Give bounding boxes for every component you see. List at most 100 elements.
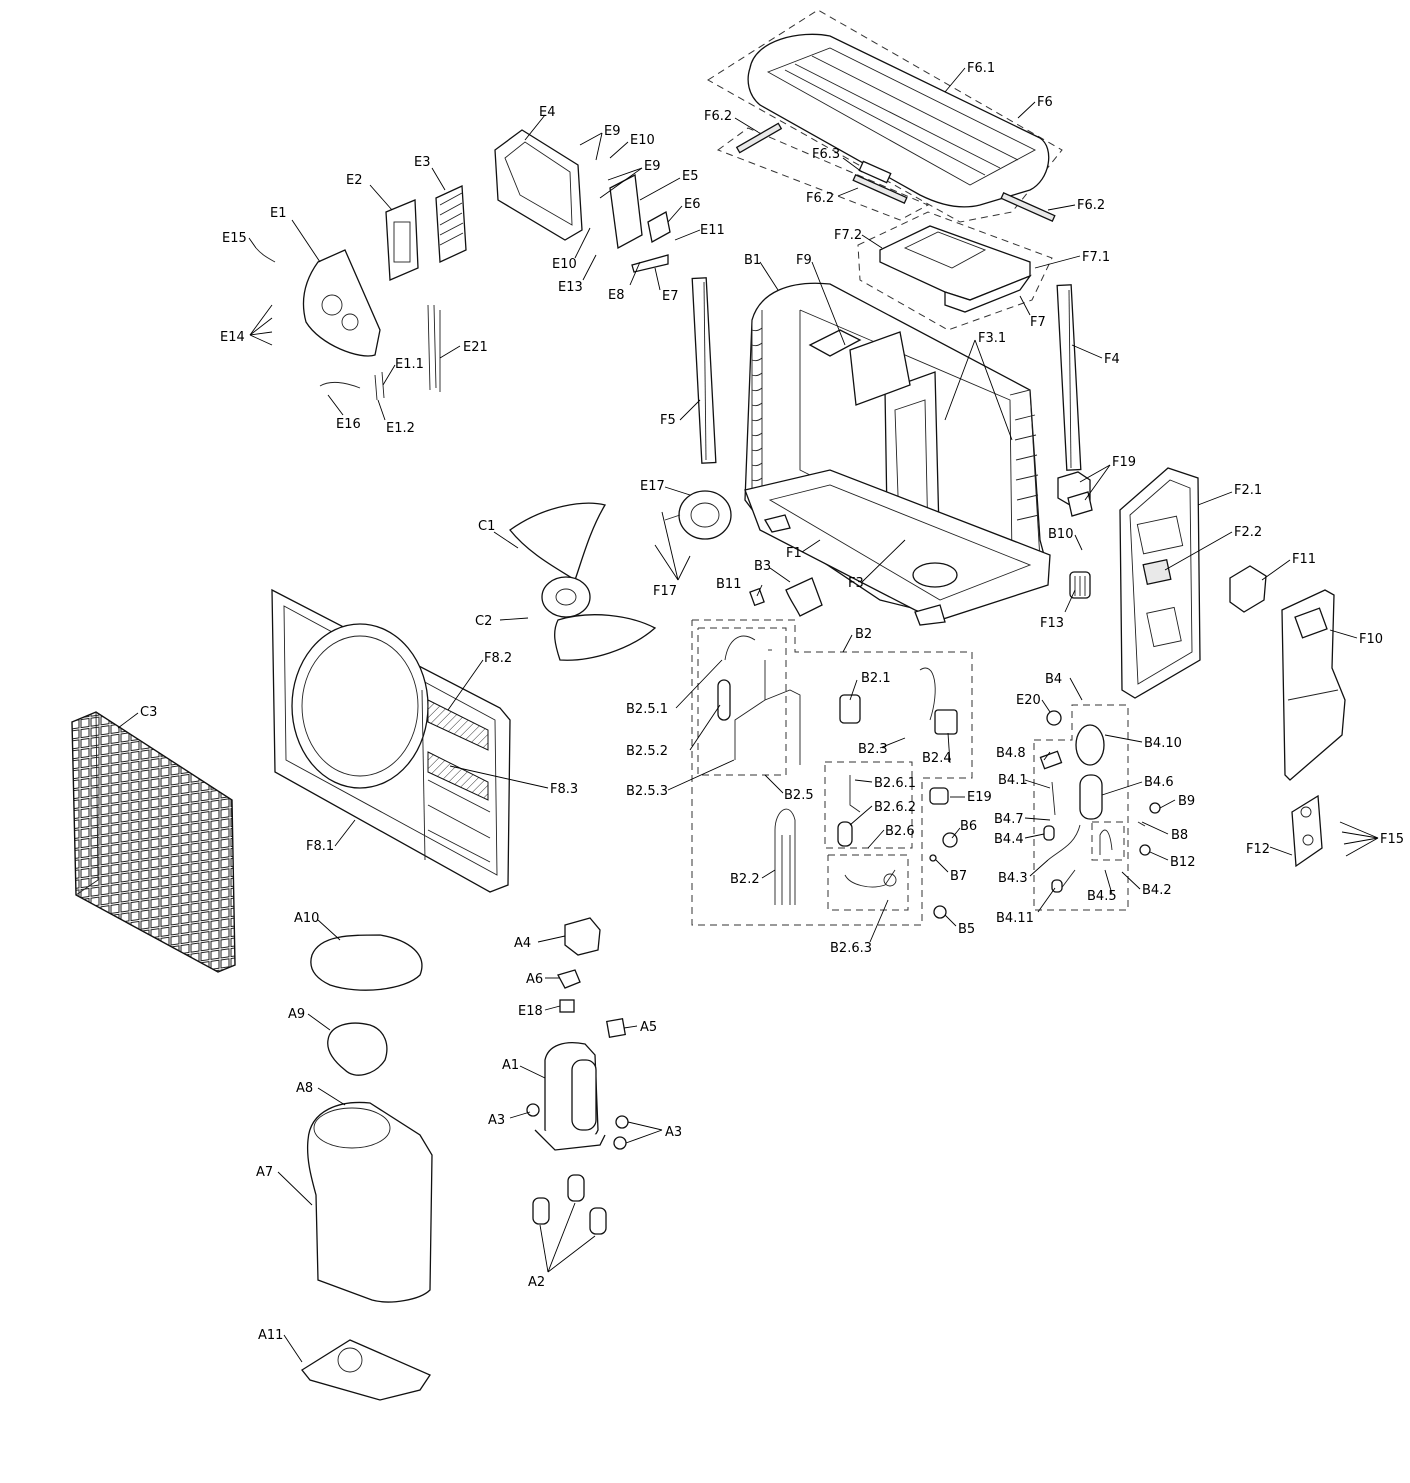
label-b2-6-3: B2.6.3: [830, 941, 872, 956]
label-e9b: E9: [644, 159, 661, 174]
label-f9: F9: [796, 253, 812, 268]
label-a7: A7: [256, 1165, 273, 1180]
label-b4-4: B4.4: [994, 832, 1024, 847]
label-b4-3: B4.3: [998, 871, 1028, 886]
label-b2-5-2: B2.5.2: [626, 744, 668, 759]
label-f13: F13: [1040, 616, 1064, 631]
label-b2-2: B2.2: [730, 872, 760, 887]
label-f12: F12: [1246, 842, 1270, 857]
label-e1-2: E1.2: [386, 421, 415, 436]
label-b10: B10: [1048, 527, 1073, 542]
label-a5: A5: [640, 1020, 657, 1035]
label-c1: C1: [478, 519, 495, 534]
label-e21: E21: [463, 340, 488, 355]
label-b2-5: B2.5: [784, 788, 814, 803]
label-f3-1: F3.1: [978, 331, 1006, 346]
label-a1: A1: [502, 1058, 519, 1073]
label-f4: F4: [1104, 352, 1120, 367]
label-b12: B12: [1170, 855, 1195, 870]
label-a6: A6: [526, 972, 543, 987]
piping-b4-group: [1033, 704, 1129, 911]
piping-b2-group: [691, 619, 973, 926]
label-a10: A10: [294, 911, 319, 926]
label-b2-6-1: B2.6.1: [874, 776, 916, 791]
label-b9: B9: [1178, 794, 1195, 809]
label-f15: F15: [1380, 832, 1404, 847]
label-e5: E5: [682, 169, 699, 184]
label-e3: E3: [414, 155, 431, 170]
side-rail-right: [1056, 284, 1082, 471]
front-side-cover: [1281, 589, 1346, 781]
label-b4-11: B4.11: [996, 911, 1034, 926]
compressor-group: [301, 917, 629, 1401]
label-f6-2b: F6.2: [806, 191, 834, 206]
label-f7: F7: [1030, 315, 1046, 330]
label-e4: E4: [539, 105, 556, 120]
label-f19: F19: [1112, 455, 1136, 470]
label-b2-5-1: B2.5.1: [626, 702, 668, 717]
label-a3b: A3: [665, 1125, 682, 1140]
top-insulation-group: [857, 211, 1053, 331]
label-f7-2: F7.2: [834, 228, 862, 243]
label-e2: E2: [346, 173, 363, 188]
label-f6: F6: [1037, 95, 1053, 110]
label-e13: E13: [558, 280, 583, 295]
label-f2-1: F2.1: [1234, 483, 1262, 498]
label-a8: A8: [296, 1081, 313, 1096]
label-b2: B2: [855, 627, 872, 642]
label-a4: A4: [514, 936, 531, 951]
chassis-frame: [744, 282, 1051, 626]
label-b4-10: B4.10: [1144, 736, 1182, 751]
part-labels: F6.1 F6 F6.2 F6.3 F6.2 F6.2 F7.2 F7.1 F7…: [140, 61, 1404, 1343]
leader-lines: [117, 67, 1379, 1363]
label-e1: E1: [270, 206, 287, 221]
label-b4-1: B4.1: [998, 773, 1028, 788]
label-e18: E18: [518, 1004, 543, 1019]
label-a9: A9: [288, 1007, 305, 1022]
label-b4-8: B4.8: [996, 746, 1026, 761]
label-b2-6: B2.6: [885, 824, 915, 839]
label-e15: E15: [222, 231, 247, 246]
label-b4-5: B4.5: [1087, 889, 1117, 904]
label-e8: E8: [608, 288, 625, 303]
label-e6: E6: [684, 197, 701, 212]
label-b2-3: B2.3: [858, 742, 888, 757]
label-b2-4: B2.4: [922, 751, 952, 766]
label-b2-6-2: B2.6.2: [874, 800, 916, 815]
label-e11: E11: [700, 223, 725, 238]
label-b6: B6: [960, 819, 977, 834]
side-rail-left: [691, 277, 717, 464]
label-b4-7: B4.7: [994, 812, 1024, 827]
label-b5: B5: [958, 922, 975, 937]
label-f1: F1: [786, 546, 802, 561]
label-f8-3: F8.3: [550, 782, 578, 797]
label-e7: E7: [662, 289, 679, 304]
label-c3: C3: [140, 705, 157, 720]
label-f6-2a: F6.2: [704, 109, 732, 124]
label-b2-1: B2.1: [861, 671, 891, 686]
label-f6-3: F6.3: [812, 147, 840, 162]
label-b8: B8: [1171, 828, 1188, 843]
label-b4: B4: [1045, 672, 1062, 687]
label-f6-1: F6.1: [967, 61, 995, 76]
label-f8-1: F8.1: [306, 839, 334, 854]
label-f8-2: F8.2: [484, 651, 512, 666]
label-a11: A11: [258, 1328, 283, 1343]
terminal-cover-part: [1291, 794, 1323, 868]
label-e16: E16: [336, 417, 361, 432]
label-f6-2c: F6.2: [1077, 198, 1105, 213]
label-c2: C2: [475, 614, 492, 629]
label-b11: B11: [716, 577, 741, 592]
label-f17: F17: [653, 584, 677, 599]
label-b2-5-3: B2.5.3: [626, 784, 668, 799]
top-cover-group: [707, 9, 1063, 223]
label-e14: E14: [220, 330, 245, 345]
label-e20: E20: [1016, 693, 1041, 708]
label-e17: E17: [640, 479, 665, 494]
front-panel: [271, 588, 511, 893]
label-e1-1: E1.1: [395, 357, 424, 372]
label-f5: F5: [660, 413, 676, 428]
label-f3: F3: [848, 576, 864, 591]
label-f2-2: F2.2: [1234, 525, 1262, 540]
